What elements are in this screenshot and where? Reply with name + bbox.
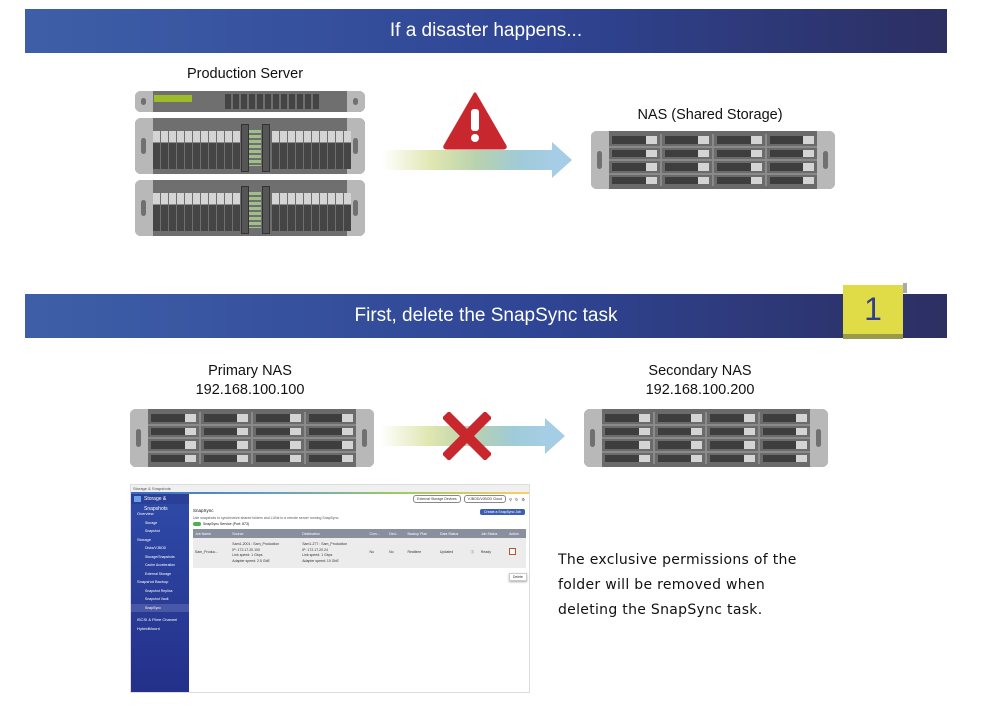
col-data-status[interactable]: Data Status <box>437 529 469 538</box>
explanation-line: deleting the SnapSync task. <box>558 602 763 618</box>
refresh-icon[interactable]: ↻ <box>515 496 519 502</box>
app-topbar: External Storage Devices VJBOD/VJBOD Clo… <box>191 494 529 504</box>
sidebar-item-storage-snapshots[interactable]: Storage/Snapshots <box>145 554 175 559</box>
col-blank <box>468 529 479 538</box>
secondary-nas-label: Secondary NAS 192.168.100.200 <box>600 362 800 400</box>
explanation-line: folder will be removed when <box>558 577 766 593</box>
col-action[interactable]: Action <box>507 529 526 538</box>
sidebar-item-snapshot-vault[interactable]: Snapshot Vault <box>145 597 169 601</box>
sidebar-item-external-storage[interactable]: External Storage <box>145 571 172 576</box>
source-line: Link speed: 1 Gbps <box>232 553 263 557</box>
sidebar-item-snapsync[interactable]: SnapSync <box>131 603 189 612</box>
destination-line: Link speed: 1 Gbps <box>302 553 333 557</box>
app-sidebar: Storage & Snapshots Overview Storage Sna… <box>131 494 189 692</box>
explanation-line: The exclusive permissions of the <box>558 552 797 568</box>
sidebar-item-disks[interactable]: Disks/VJBOD <box>145 546 167 550</box>
app-name: Storage & Snapshots <box>144 496 168 512</box>
step-number-badge: 1 <box>843 283 907 339</box>
destination-line: Sam1-277 : Sam_Production <box>302 542 348 546</box>
col-source[interactable]: Source <box>230 529 301 538</box>
primary-nas <box>130 409 374 467</box>
page-title: SnapSync <box>193 508 214 513</box>
warning-triangle-icon <box>443 92 507 150</box>
source-line: Sam1-2001 : Sam_Production <box>232 542 280 546</box>
production-server-label: Production Server <box>186 66 304 82</box>
sidebar-item-cache[interactable]: Cache Acceleration <box>145 563 176 567</box>
replication-arrow <box>382 142 572 178</box>
service-row: SnapSync Service (Port: 873) <box>193 522 249 526</box>
cell-data-status: Updated <box>437 538 469 568</box>
search-icon[interactable]: ⚲ <box>509 496 513 502</box>
cell-source: Sam1-2001 : Sam_Production IP: 172.17.20… <box>230 538 301 568</box>
sidebar-item-snapshot-backup[interactable]: Snapshot Backup <box>137 579 169 584</box>
page-description: Use snapshots to synchronize shared fold… <box>193 516 340 520</box>
sidebar-item-storage-overview[interactable]: Storage <box>145 520 158 525</box>
cell-job-status: Ready <box>478 538 508 568</box>
sidebar-item-hybridmount[interactable]: HybridMount <box>137 625 160 631</box>
snapsync-panel: SnapSync Use snapshots to synchronize sh… <box>193 496 527 690</box>
section-banner-disaster: If a disaster happens... <box>25 9 947 53</box>
nas-shared-storage <box>591 131 835 189</box>
sidebar-item-snapshot-replica[interactable]: Snapshot Replica <box>145 588 173 593</box>
col-job-status[interactable]: Job Status <box>478 529 508 538</box>
destination-line: IP: 172.17.20.24 <box>302 547 328 552</box>
cell-dedup: No <box>387 538 406 568</box>
secondary-nas-name: Secondary NAS <box>648 363 752 379</box>
vjbod-cloud-dropdown[interactable]: VJBOD/VJBOD Cloud <box>463 495 507 503</box>
source-line: IP: 172.17.20.100 <box>232 547 260 552</box>
cell-compression: No <box>367 538 388 568</box>
cell-backup-plan: Realtime <box>405 538 438 568</box>
cell-info: ⓘ <box>468 538 479 568</box>
primary-nas-ip: 192.168.100.100 <box>195 382 305 398</box>
red-x-icon <box>443 412 491 460</box>
secondary-nas <box>584 409 828 467</box>
table-row[interactable]: Sam_Produc... Sam1-2001 : Sam_Production… <box>193 538 526 568</box>
secondary-nas-ip: 192.168.100.200 <box>645 382 755 398</box>
col-backup-plan[interactable]: Backup Plan <box>405 529 438 538</box>
section-banner-step1: First, delete the SnapSync task <box>25 294 947 338</box>
cell-action <box>507 538 526 568</box>
create-snapsync-job-button[interactable]: Create a SnapSync Job <box>480 509 525 515</box>
delete-tooltip: Delete <box>508 573 527 581</box>
sidebar-item-storage[interactable]: Storage <box>137 536 152 542</box>
nas-shared-label: NAS (Shared Storage) <box>637 107 783 123</box>
service-toggle[interactable] <box>193 522 201 526</box>
explanation-text: The exclusive permissions of the folder … <box>558 548 797 623</box>
info-icon[interactable]: ⓘ <box>470 550 475 555</box>
delete-trash-icon[interactable] <box>509 548 517 556</box>
accent-bar <box>131 492 529 494</box>
cell-job-name: Sam_Produc... <box>193 538 231 568</box>
source-line: Adapter speed: 2.5 GbE <box>232 558 270 563</box>
window-title: Storage & Snapshots <box>131 485 529 492</box>
storage-snapshots-window: Storage & Snapshots Storage & Snapshots … <box>130 484 530 693</box>
snapsync-jobs-table: Job Name Source Destination Com... Ded..… <box>193 529 526 568</box>
col-destination[interactable]: Destination <box>300 529 368 538</box>
sidebar-item-overview[interactable]: Overview <box>131 510 189 519</box>
external-storage-dropdown[interactable]: External Storage Devices <box>413 495 461 503</box>
sidebar-item-snapshot[interactable]: Snapshot <box>145 529 160 533</box>
primary-nas-label: Primary NAS 192.168.100.100 <box>150 362 350 400</box>
col-compression[interactable]: Com... <box>367 529 388 538</box>
settings-gear-icon[interactable]: ⚙ <box>521 496 525 502</box>
table-header-row: Job Name Source Destination Com... Ded..… <box>193 529 526 538</box>
col-dedup[interactable]: Ded... <box>387 529 406 538</box>
destination-line: Adapter speed: 10 GbE <box>302 558 339 563</box>
col-job-name[interactable]: Job Name <box>193 529 231 538</box>
app-logo-icon <box>134 496 141 502</box>
sidebar-item-iscsi[interactable]: iSCSI & Fibre Channel <box>137 617 178 622</box>
app-header: Storage & Snapshots <box>131 494 189 512</box>
primary-nas-name: Primary NAS <box>208 363 292 379</box>
service-label: SnapSync Service (Port: 873) <box>203 522 250 526</box>
cell-destination: Sam1-277 : Sam_Production IP: 172.17.20.… <box>300 538 368 568</box>
